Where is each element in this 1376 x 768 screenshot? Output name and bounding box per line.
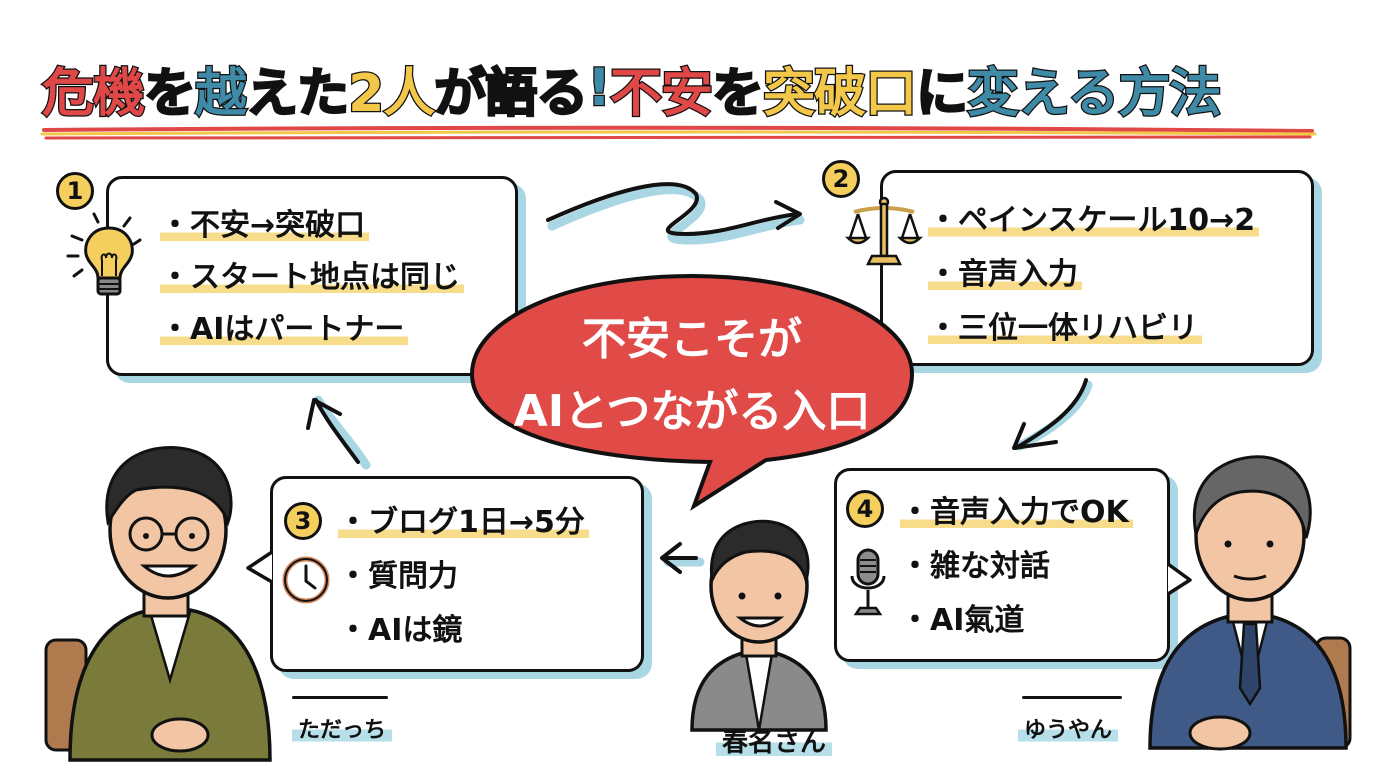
step-badge-2: 2: [822, 160, 860, 198]
page-title: 危機 を 越 えた 2人 が語る ! 不安 を 突破口 に 変える方法: [41, 48, 1342, 128]
center-message-line1: 不安こそが: [582, 314, 802, 365]
list-item: ・AI氣道: [900, 603, 1025, 638]
title-segment: に: [915, 62, 970, 125]
title-segment: を: [143, 62, 198, 125]
clock-icon: [282, 556, 330, 604]
panel-4-tail: [1166, 562, 1192, 596]
list-item: ・スタート地点は同じ: [160, 252, 464, 304]
panel-4-list: ・音声入力でOK ・雑な対話 ・AI氣道: [900, 486, 1133, 648]
title-underline: [40, 125, 1317, 140]
name-rule-right: [1022, 696, 1122, 699]
lightbulb-icon: [66, 212, 142, 296]
title-segment: を: [711, 62, 766, 125]
list-item: ・雑な対話: [900, 549, 1050, 584]
list-item: ・AIは鏡: [338, 613, 463, 648]
list-item: ・不安→突破口: [160, 200, 464, 252]
title-segment: 不安: [609, 62, 715, 125]
title-segment: 2人: [347, 62, 437, 125]
list-item: ・質問力: [338, 559, 458, 594]
microphone-icon: [850, 548, 886, 616]
name-rule-left: [292, 696, 388, 699]
panel-2-list: ・ペインスケール10→2 ・音声入力 ・三位一体リハビリ: [928, 194, 1260, 356]
title-segment: 越: [194, 62, 249, 125]
list-item: ・ブログ1日→5分: [338, 496, 589, 550]
center-message: 不安こそが AIとつながる入口: [466, 304, 918, 448]
avatar-tadacchi: [44, 446, 272, 762]
name-label-yuyan: ゆうやん: [1018, 712, 1119, 744]
center-message-line2: AIとつながる入口: [513, 386, 871, 437]
list-item: ・音声入力でOK: [900, 486, 1133, 540]
title-segment: 変える方法: [966, 62, 1223, 125]
title-segment: えた: [245, 62, 351, 125]
title-segment: が語る: [433, 62, 590, 125]
avatar-yuyan: [1148, 455, 1352, 751]
list-item: ・三位一体リハビリ: [928, 302, 1259, 356]
panel-3-tail: [246, 550, 273, 584]
scales-icon: [844, 196, 924, 266]
step-badge-4: 4: [846, 490, 884, 528]
avatar-haruna: [690, 519, 828, 732]
title-segment: 危機: [41, 62, 147, 125]
name-label-haruna: 春名さん: [716, 722, 833, 759]
panel-1-list: ・不安→突破口 ・スタート地点は同じ ・AIはパートナー: [160, 200, 464, 356]
title-segment: !: [586, 57, 612, 120]
list-item: ・音声入力: [928, 248, 1259, 302]
step-badge-1: 1: [56, 172, 94, 210]
list-item: ・ペインスケール10→2: [928, 194, 1260, 248]
title-segment: 突破口: [762, 62, 919, 125]
list-item: ・AIはパートナー: [160, 304, 464, 356]
panel-3-list: ・ブログ1日→5分 ・質問力 ・AIは鏡: [338, 496, 589, 658]
center-speech-bubble: [469, 273, 915, 511]
name-label-tadacchi: ただっち: [292, 712, 393, 744]
step-badge-3: 3: [284, 502, 322, 540]
